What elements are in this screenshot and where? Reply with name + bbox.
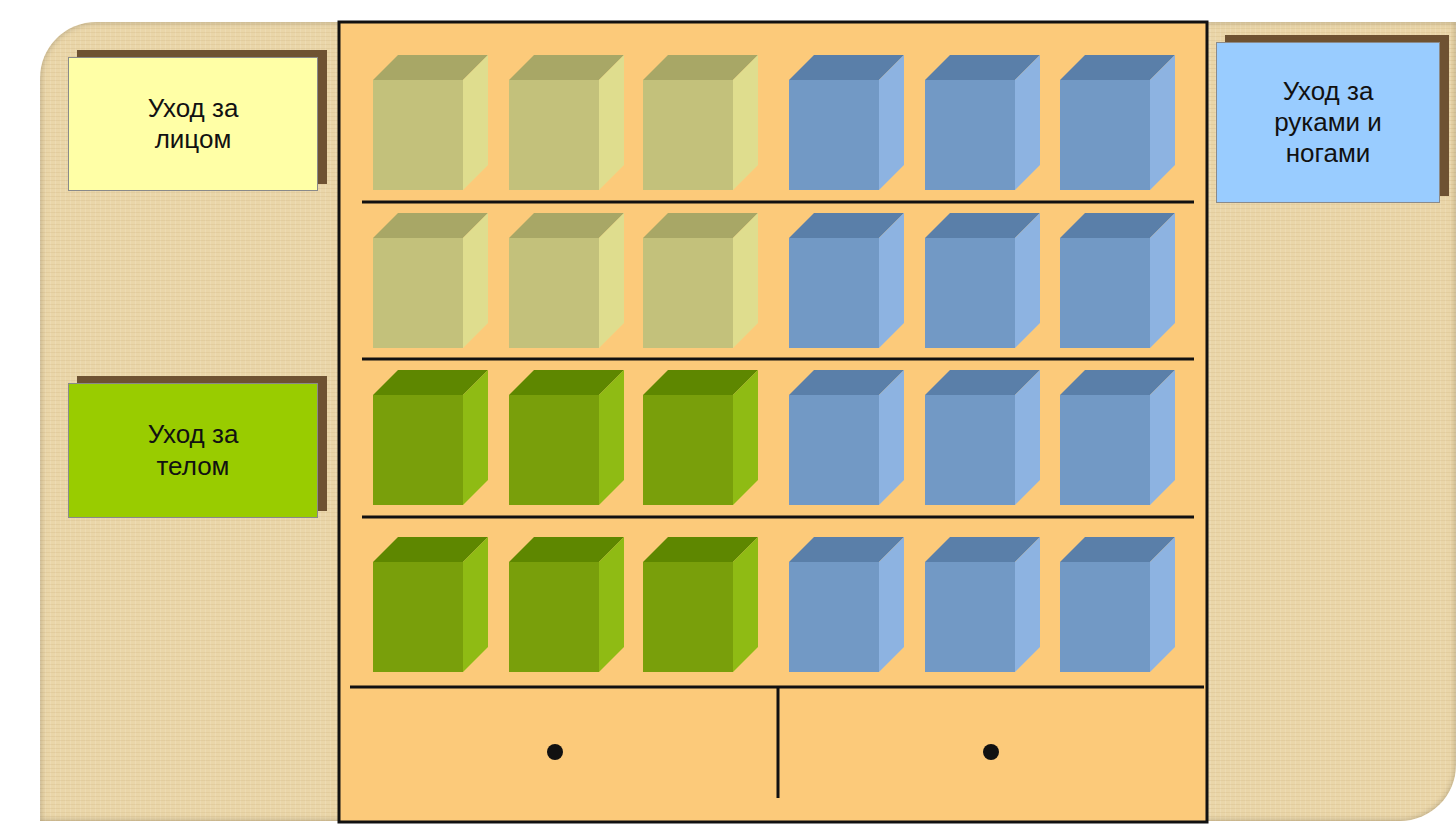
shelf-line	[362, 201, 1194, 204]
drawer-divider	[777, 687, 780, 798]
shelf-line	[362, 516, 1194, 519]
label-text: Уход за лицом	[108, 93, 278, 155]
label-text: Уход за руками и ногами	[1253, 76, 1403, 170]
category-label: Уход за лицом	[68, 57, 318, 191]
drawer-knob	[983, 744, 999, 760]
label-text: Уход за телом	[108, 419, 278, 481]
category-label: Уход за руками и ногами	[1216, 42, 1440, 203]
cabinet	[339, 22, 1207, 822]
drawer-knob	[547, 744, 563, 760]
shelf-line	[362, 358, 1194, 361]
category-label: Уход за телом	[68, 383, 318, 518]
